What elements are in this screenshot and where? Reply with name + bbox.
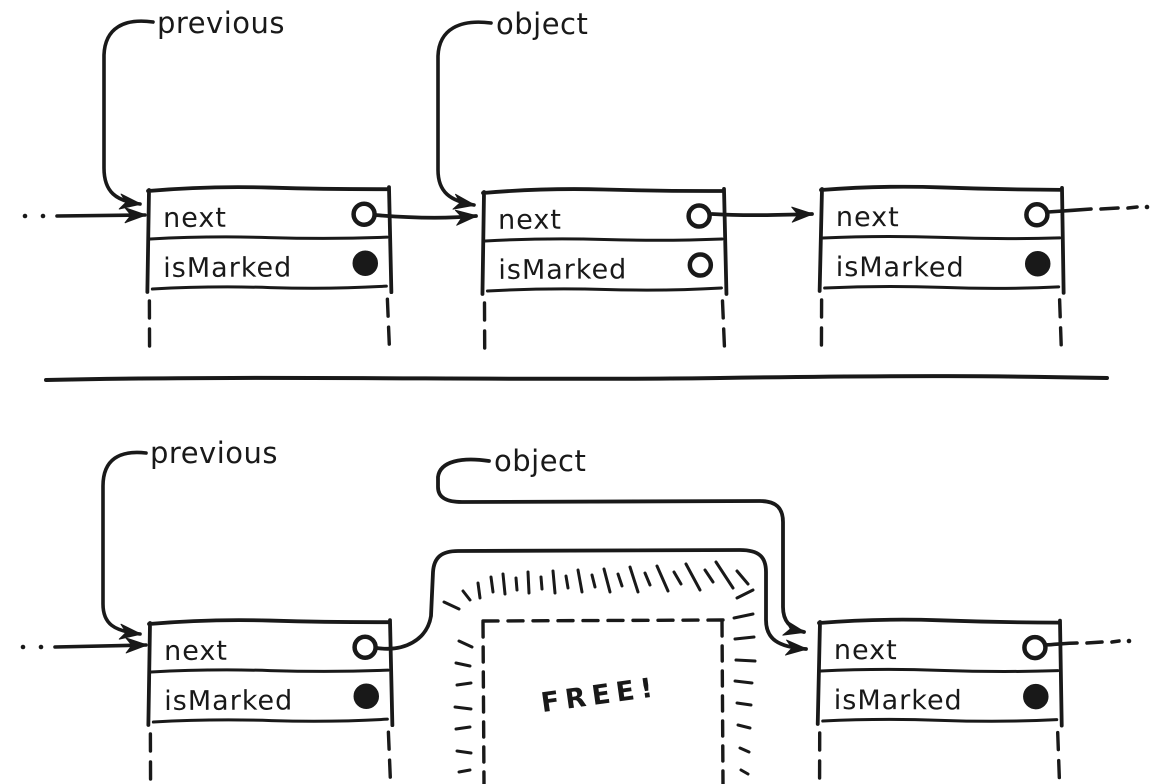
node-box [817, 184, 1066, 295]
list-node-1: next isMarked [145, 185, 394, 354]
field-label-next: next [498, 205, 562, 236]
ismarked-marker [687, 252, 714, 278]
next-pointer-circle [686, 203, 712, 229]
ismarked-marker [353, 683, 380, 709]
torn-edge-dashes [819, 298, 1064, 354]
field-label-next: next [834, 635, 898, 666]
field-label-next: next [163, 203, 227, 234]
previous-pointer-arrow [101, 450, 148, 640]
object-pointer-label: object [496, 7, 588, 41]
object-pointer-label: object [494, 444, 586, 478]
previous-pointer-label: previous [157, 6, 285, 40]
free-sunburst-rays [442, 560, 757, 776]
field-label-next: next [836, 202, 900, 233]
torn-edge-dashes [147, 297, 392, 354]
torn-edge-dashes [817, 730, 1062, 784]
node-box [480, 187, 729, 296]
list-node-3: next isMarked [817, 184, 1066, 354]
next-pointer-arrow-2-to-3 [710, 206, 814, 223]
node-box [146, 618, 395, 728]
field-label-ismarked: isMarked [164, 685, 293, 716]
next-pointer-arrow-bypass [375, 548, 808, 656]
outgoing-list-edge [1046, 204, 1150, 214]
list-node-1: next isMarked [146, 618, 395, 784]
incoming-list-arrow [20, 637, 148, 654]
ismarked-marker [1023, 683, 1049, 710]
object-pointer-arrow [436, 457, 806, 636]
ismarked-marker [352, 250, 379, 276]
node-box [815, 617, 1064, 728]
incoming-list-arrow [22, 207, 147, 224]
outgoing-list-edge [1043, 638, 1132, 647]
diagram-after-removal: previous next isMarked object FREE! [20, 436, 1132, 784]
diagram-before-removal: previous next isMarked object n [22, 6, 1150, 356]
torn-edge-dashes [482, 299, 727, 356]
field-label-next: next [164, 636, 228, 667]
field-label-ismarked: isMarked [834, 685, 963, 716]
list-node-2: next isMarked [480, 187, 729, 356]
next-pointer-circle [351, 201, 377, 227]
section-divider-line [44, 374, 1109, 382]
previous-pointer-label: previous [150, 436, 278, 470]
previous-pointer-arrow [102, 19, 155, 210]
ismarked-marker [1024, 251, 1051, 277]
next-pointer-circle [1022, 634, 1048, 661]
node-box [145, 185, 394, 295]
field-label-ismarked: isMarked [498, 254, 627, 286]
free-box-dashed-outline [481, 618, 725, 784]
next-pointer-arrow-1-to-2 [373, 209, 478, 226]
list-node-2: next isMarked [815, 617, 1064, 784]
next-pointer-circle [1024, 202, 1050, 228]
free-label: FREE! [539, 672, 661, 719]
freed-memory-region: FREE! [442, 560, 757, 784]
torn-edge-dashes [148, 730, 393, 784]
next-pointer-circle [352, 634, 378, 660]
object-pointer-arrow [436, 20, 493, 210]
field-label-ismarked: isMarked [836, 252, 965, 283]
field-label-ismarked: isMarked [163, 252, 292, 283]
